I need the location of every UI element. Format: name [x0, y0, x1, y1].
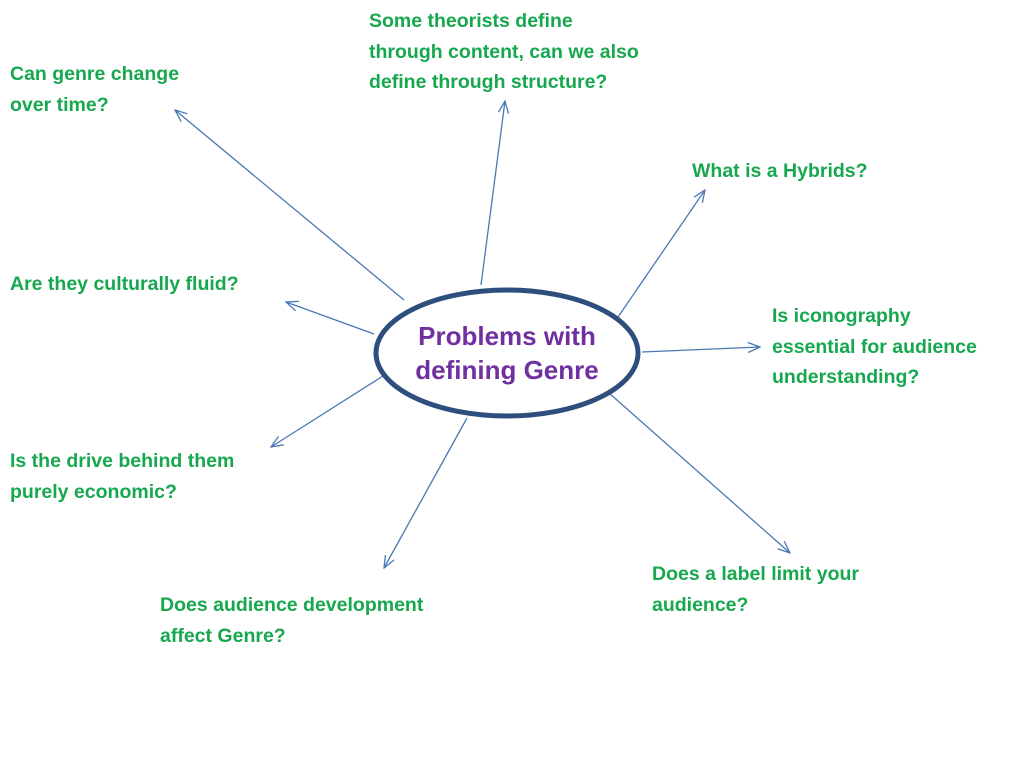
arrow-to-label-limit [608, 392, 790, 553]
arrow-to-economic [271, 375, 384, 447]
arrow-to-genre-change [175, 110, 405, 301]
question-label-limit: Does a label limit your audience? [652, 563, 859, 616]
question-iconography: Is iconography essential for audience un… [772, 305, 977, 388]
center-ellipse [373, 287, 641, 419]
question-culturally-fluid: Are they culturally fluid? [10, 273, 239, 295]
question-audience-dev: Does audience development affect Genre? [160, 594, 424, 647]
arrow-to-theorists [480, 101, 505, 286]
center-topic: Problems with defining Genre [415, 321, 599, 385]
question-theorists: Some theorists define through content, c… [369, 10, 639, 93]
arrow-to-audience-dev [384, 417, 468, 568]
arrow-to-culturally-fluid [286, 302, 375, 335]
arrow-to-iconography [641, 347, 760, 352]
question-genre-change: Can genre change over time? [10, 63, 180, 116]
arrow-to-hybrids [617, 190, 705, 318]
question-hybrids: What is a Hybrids? [692, 160, 868, 182]
question-economic: Is the drive behind them purely economic… [10, 450, 235, 503]
